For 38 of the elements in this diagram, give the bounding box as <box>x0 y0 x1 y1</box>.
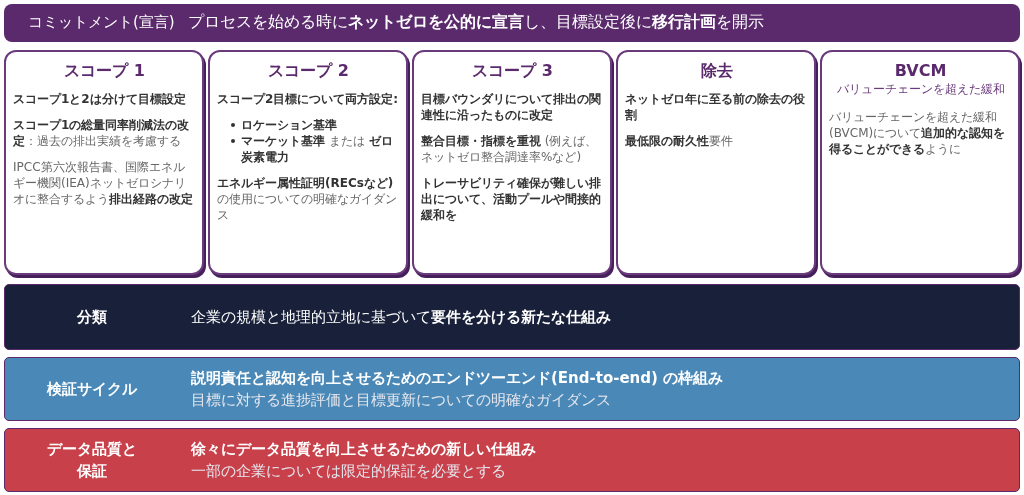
card-heading: スコープ 1 <box>63 61 146 81</box>
info-card <box>616 50 816 275</box>
card-text: ネットゼロ年に至る前の除去の役割 <box>625 91 806 123</box>
card-heading: スコープ 3 <box>471 61 554 81</box>
band-text: 企業の規模と地理的立地に基づいて要件を分ける新たな仕組み <box>191 307 612 328</box>
band-text: 説明責任と認知を向上させるためのエンドツーエンド(End-to-end) の枠組み <box>191 368 725 389</box>
card-heading: スコープ 2 <box>267 61 350 81</box>
card-text: スコープ1と2は分けて目標設定 <box>13 91 187 107</box>
band-heading: 検証サイクル <box>46 379 138 400</box>
category-band <box>4 357 1020 421</box>
card-subtitle: バリューチェーンを超えた緩和 <box>835 81 1006 97</box>
commitment-banner <box>4 4 1020 42</box>
card-text: IPCC第六次報告書、国際エネルギー機関(IEA)ネットゼロシナリオに整合するよう排出経路の改定 <box>13 159 194 207</box>
banner-text: プロセスを始める時にネットゼロを公的に宣言し、目標設定後に移行計画を開示 <box>188 12 764 33</box>
card-text: エネルギー属性証明(RECsなど)の使用についての明確なガイダンス <box>217 175 398 223</box>
card-heading: BVCM <box>893 61 948 81</box>
card-text: 目標バウンダリについて排出の関連性に沿ったものに改定 <box>421 91 602 123</box>
info-card <box>4 50 204 275</box>
category-band <box>4 428 1020 492</box>
banner-heading: コミットメント(宣言) <box>28 13 175 32</box>
band-text: 目標に対する進捗評価と目標更新についての明確なガイダンス <box>191 390 612 411</box>
band-heading: 分類 <box>76 307 108 328</box>
card-text: スコープ1の総量同率削減法の改定：過去の排出実績を考慮する <box>13 117 191 149</box>
bullet-item: マーケット基準 または ゼロ炭素電力 <box>241 133 394 165</box>
info-card <box>412 50 612 275</box>
card-text: スコープ2目標について両方設定: <box>217 91 400 107</box>
card-text: 整合目標・指標を重視 (例えば、ネットゼロ整合調達率%など) <box>421 133 599 165</box>
category-band <box>4 284 1020 350</box>
bullet-item: ロケーション基準 <box>241 117 338 133</box>
card-text: 最低限の耐久性要件 <box>625 133 734 149</box>
card-text: トレーサビリティ確保が難しい排出について、活動プールや間接的緩和を <box>421 175 602 223</box>
info-card <box>208 50 408 275</box>
band-text: 一部の企業については限定的保証を必要とする <box>191 461 507 482</box>
card-heading: 除去 <box>699 61 734 81</box>
band-heading: データ品質と保証 <box>46 439 138 482</box>
card-text: バリューチェーンを超えた緩和(BVCM)について追加的な認知を得ることができるように <box>829 109 1007 157</box>
info-card <box>820 50 1020 275</box>
band-text: 徐々にデータ品質を向上させるための新しい仕組み <box>191 439 537 460</box>
